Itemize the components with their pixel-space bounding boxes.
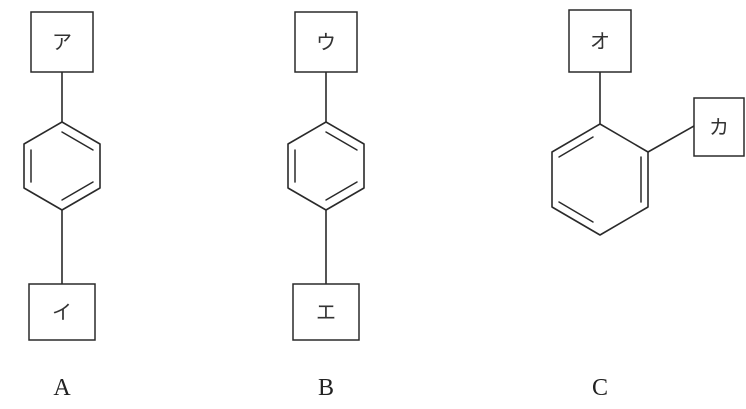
bond-c-side	[647, 125, 695, 153]
structure-c: オ カ C	[551, 9, 745, 401]
structure-b: ウ エ B	[287, 11, 365, 401]
ring-c-double-bond-1	[558, 136, 594, 158]
ring-c-double-bond-2	[558, 201, 594, 223]
substituent-box-i	[28, 283, 96, 341]
benzene-ring-c	[551, 123, 649, 236]
substituent-label-a: ア	[52, 30, 72, 54]
caption-a: A	[53, 375, 71, 401]
caption-c: C	[592, 375, 608, 401]
substituent-box-ka	[693, 97, 745, 157]
substituent-label-u: ウ	[316, 30, 336, 54]
substituent-label-e: エ	[316, 300, 336, 324]
ring-b-double-bond-1	[325, 131, 358, 151]
benzene-ring-b	[287, 121, 365, 211]
benzene-ring-a	[23, 121, 101, 211]
substituent-box-a	[30, 11, 94, 73]
ring-a-double-bond-1	[61, 131, 94, 151]
caption-b: B	[318, 375, 334, 401]
ring-a-double-bond-2	[61, 181, 94, 201]
substituent-label-o: オ	[590, 29, 610, 53]
substituent-box-o	[568, 9, 632, 73]
structure-a: ア イ A	[23, 11, 101, 401]
ring-b-double-bond-2	[325, 181, 358, 201]
substituent-label-ka: カ	[709, 115, 729, 139]
substituent-box-u	[294, 11, 358, 73]
substituent-label-i: イ	[52, 300, 72, 324]
substituent-box-e	[292, 283, 360, 341]
